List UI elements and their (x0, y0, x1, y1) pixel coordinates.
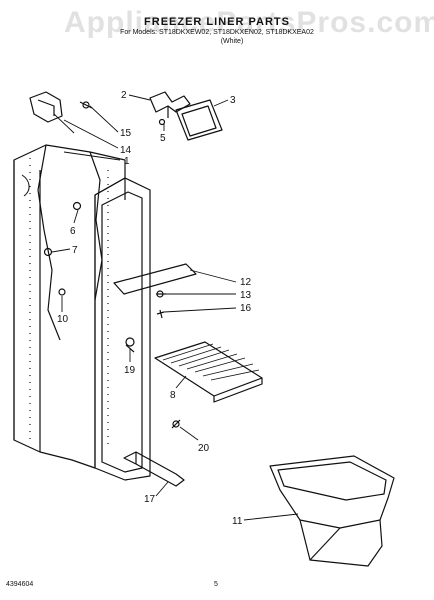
revision-line: (White) (220, 38, 244, 45)
callout-19: 19 (124, 365, 136, 376)
callout-11: 11 (232, 516, 243, 527)
callout-1: 1 (124, 156, 130, 167)
callout-14: 14 (120, 145, 132, 156)
page-number: 5 (214, 581, 218, 588)
wire-shelf-part (154, 341, 263, 403)
fastener-parts (43, 201, 181, 429)
hanger-bracket-part (29, 91, 93, 123)
bottom-rail-part (123, 451, 185, 487)
callout-17: 17 (144, 494, 156, 505)
watermark: AppliancePartsPros.com (64, 6, 434, 39)
callout-8: 8 (170, 390, 176, 401)
callout-2: 2 (121, 90, 127, 101)
freezer-liner-part (13, 144, 126, 469)
callout-5: 5 (160, 133, 166, 144)
document-number: 4394604 (6, 581, 34, 588)
callout-20: 20 (198, 443, 210, 454)
diagram-title: FREEZER LINER PARTS (144, 16, 290, 28)
leader-lines (51, 94, 299, 521)
cover-plate-part (175, 99, 223, 141)
shelf-support-part (149, 91, 191, 126)
model-line: For Models: ST18DKXEW02, ST18DKXEN02, ST… (120, 29, 314, 36)
liner-front-frame (94, 177, 151, 481)
callout-labels: 1 2 3 5 6 7 8 10 11 12 13 14 15 16 17 19… (57, 90, 252, 527)
callout-10: 10 (57, 314, 69, 325)
callout-16: 16 (240, 303, 252, 314)
callout-3: 3 (230, 95, 236, 106)
callout-12: 12 (240, 277, 252, 288)
callout-6: 6 (70, 226, 76, 237)
callout-15: 15 (120, 128, 132, 139)
callout-7: 7 (72, 245, 78, 256)
freezer-bin-part (269, 455, 395, 567)
bracket-plate-part (113, 263, 197, 295)
callout-13: 13 (240, 290, 252, 301)
